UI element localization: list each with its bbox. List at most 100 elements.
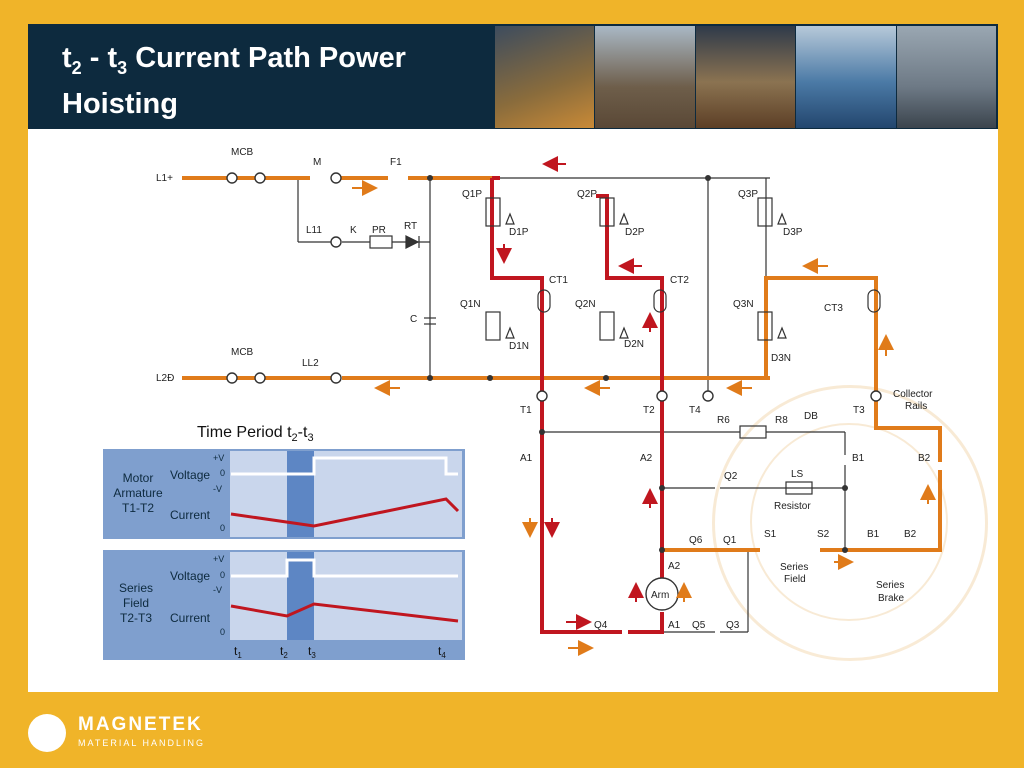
photo-factory-floor	[694, 26, 796, 128]
junction-dots	[427, 175, 848, 553]
panel1-name-2: Armature	[113, 486, 163, 500]
a1-left-label: A1	[520, 453, 533, 464]
title-dash: - t	[81, 42, 118, 74]
k-label: K	[350, 225, 357, 236]
ll2-label: LL2	[302, 358, 319, 369]
terminals	[226, 172, 882, 611]
q1n-label: Q1N	[460, 299, 481, 310]
q4-label: Q4	[594, 620, 608, 631]
q3n-label: Q3N	[733, 299, 754, 310]
panel2-name-1: Series	[119, 581, 153, 595]
b1-top-label: B1	[852, 453, 865, 464]
d2p-label: D2P	[625, 227, 645, 238]
timing-panel-series-field: Series Field T2-T3 Voltage Current +V 0 …	[103, 550, 465, 660]
t2-label: T2	[643, 405, 655, 416]
panel1-voltage: Voltage	[170, 468, 210, 482]
q3-label: Q3	[726, 620, 740, 631]
collector-label: Collector	[893, 389, 933, 400]
d1n-label: D1N	[509, 341, 529, 352]
arm-label: Arm	[651, 590, 669, 601]
logo-subtitle: MATERIAL HANDLING	[78, 738, 206, 748]
title-line2: Hoisting	[62, 87, 178, 120]
timing-title: Time Period t2-t3	[197, 424, 314, 444]
logo-name: MAGNETEK	[78, 714, 203, 735]
s2-label: S2	[817, 529, 830, 540]
series-field-label-1: Series	[780, 562, 808, 573]
ls-label: LS	[791, 469, 804, 480]
series-brake-label-1: Series	[876, 580, 904, 591]
panel2-minus-v: -V	[213, 585, 222, 595]
time-label-t2: t2	[280, 644, 288, 660]
mcb-bottom-label: MCB	[231, 347, 254, 358]
time-label-t1: t1	[234, 644, 242, 660]
q2p-label: Q2P	[577, 189, 597, 200]
timing-panel-motor-armature: Motor Armature T1-T2 Voltage Current +V …	[103, 449, 465, 539]
db-label: DB	[804, 411, 818, 422]
title-t: t	[62, 42, 72, 74]
series-brake-label-2: Brake	[878, 593, 905, 604]
rails-label: Rails	[905, 401, 927, 412]
panel1-plus-v: +V	[213, 453, 224, 463]
d3p-label: D3P	[783, 227, 803, 238]
c-label: C	[410, 314, 417, 325]
panel2-current: Current	[170, 611, 211, 625]
t4-label: T4	[689, 405, 701, 416]
panel1-current: Current	[170, 508, 211, 522]
q5-label: Q5	[692, 620, 706, 631]
photo-crane-hook	[895, 26, 997, 128]
switch-devices	[369, 197, 881, 495]
photo-steel-mill	[494, 26, 595, 128]
panel2-zero-i: 0	[220, 627, 225, 637]
photo-motors	[795, 26, 896, 128]
rt-label: RT	[404, 221, 417, 232]
header-photo-strip	[494, 26, 997, 128]
orange-current-path	[182, 176, 942, 552]
panel2-voltage: Voltage	[170, 569, 210, 583]
panel2-plus-v: +V	[213, 554, 224, 564]
a2-arm-label: A2	[668, 561, 681, 572]
panel1-zero-i: 0	[220, 523, 225, 533]
q2-label: Q2	[724, 471, 738, 482]
l2d-label: L2Ð	[156, 373, 174, 384]
q6-label: Q6	[689, 535, 703, 546]
panel2-zero-v: 0	[220, 570, 225, 580]
q3p-label: Q3P	[738, 189, 758, 200]
magnetek-logo-mark-icon	[28, 714, 66, 752]
b2-top-label: B2	[918, 453, 931, 464]
title-sub-3: 3	[117, 57, 128, 78]
f1-label: F1	[390, 157, 402, 168]
series-field-label-2: Field	[784, 574, 806, 585]
ct3-label: CT3	[824, 303, 843, 314]
a2-mid-label: A2	[640, 453, 653, 464]
d2n-label: D2N	[624, 339, 644, 350]
panel1-name-3: T1-T2	[122, 501, 154, 515]
b2-bottom-label: B2	[904, 529, 917, 540]
ct1-label: CT1	[549, 275, 568, 286]
panel2-name-2: Field	[123, 596, 149, 610]
current-arrows	[352, 156, 936, 656]
t1-label: T1	[520, 405, 532, 416]
b1-bottom-label: B1	[867, 529, 880, 540]
d3n-label: D3N	[771, 353, 791, 364]
title-sub-2: 2	[71, 57, 82, 78]
engineered-watermark	[712, 385, 988, 661]
photo-worker	[594, 26, 695, 128]
panel1-name-1: Motor	[123, 471, 154, 485]
s1-label: S1	[764, 529, 777, 540]
pr-label: PR	[372, 225, 386, 236]
l1plus-label: L1+	[156, 173, 173, 184]
a1-arm-label: A1	[668, 620, 681, 631]
time-label-t3: t3	[308, 644, 316, 660]
panel1-zero-v: 0	[220, 468, 225, 478]
q2n-label: Q2N	[575, 299, 596, 310]
panel1-current-trace	[230, 497, 460, 528]
slide-title: t2 - t3 Current Path Power Hoisting	[62, 40, 492, 122]
m-label: M	[313, 157, 321, 168]
panel1-minus-v: -V	[213, 484, 222, 494]
r8-label: R8	[775, 415, 788, 426]
q1-label: Q1	[723, 535, 737, 546]
r6-label: R6	[717, 415, 730, 426]
ct2-label: CT2	[670, 275, 689, 286]
t3-label: T3	[853, 405, 865, 416]
